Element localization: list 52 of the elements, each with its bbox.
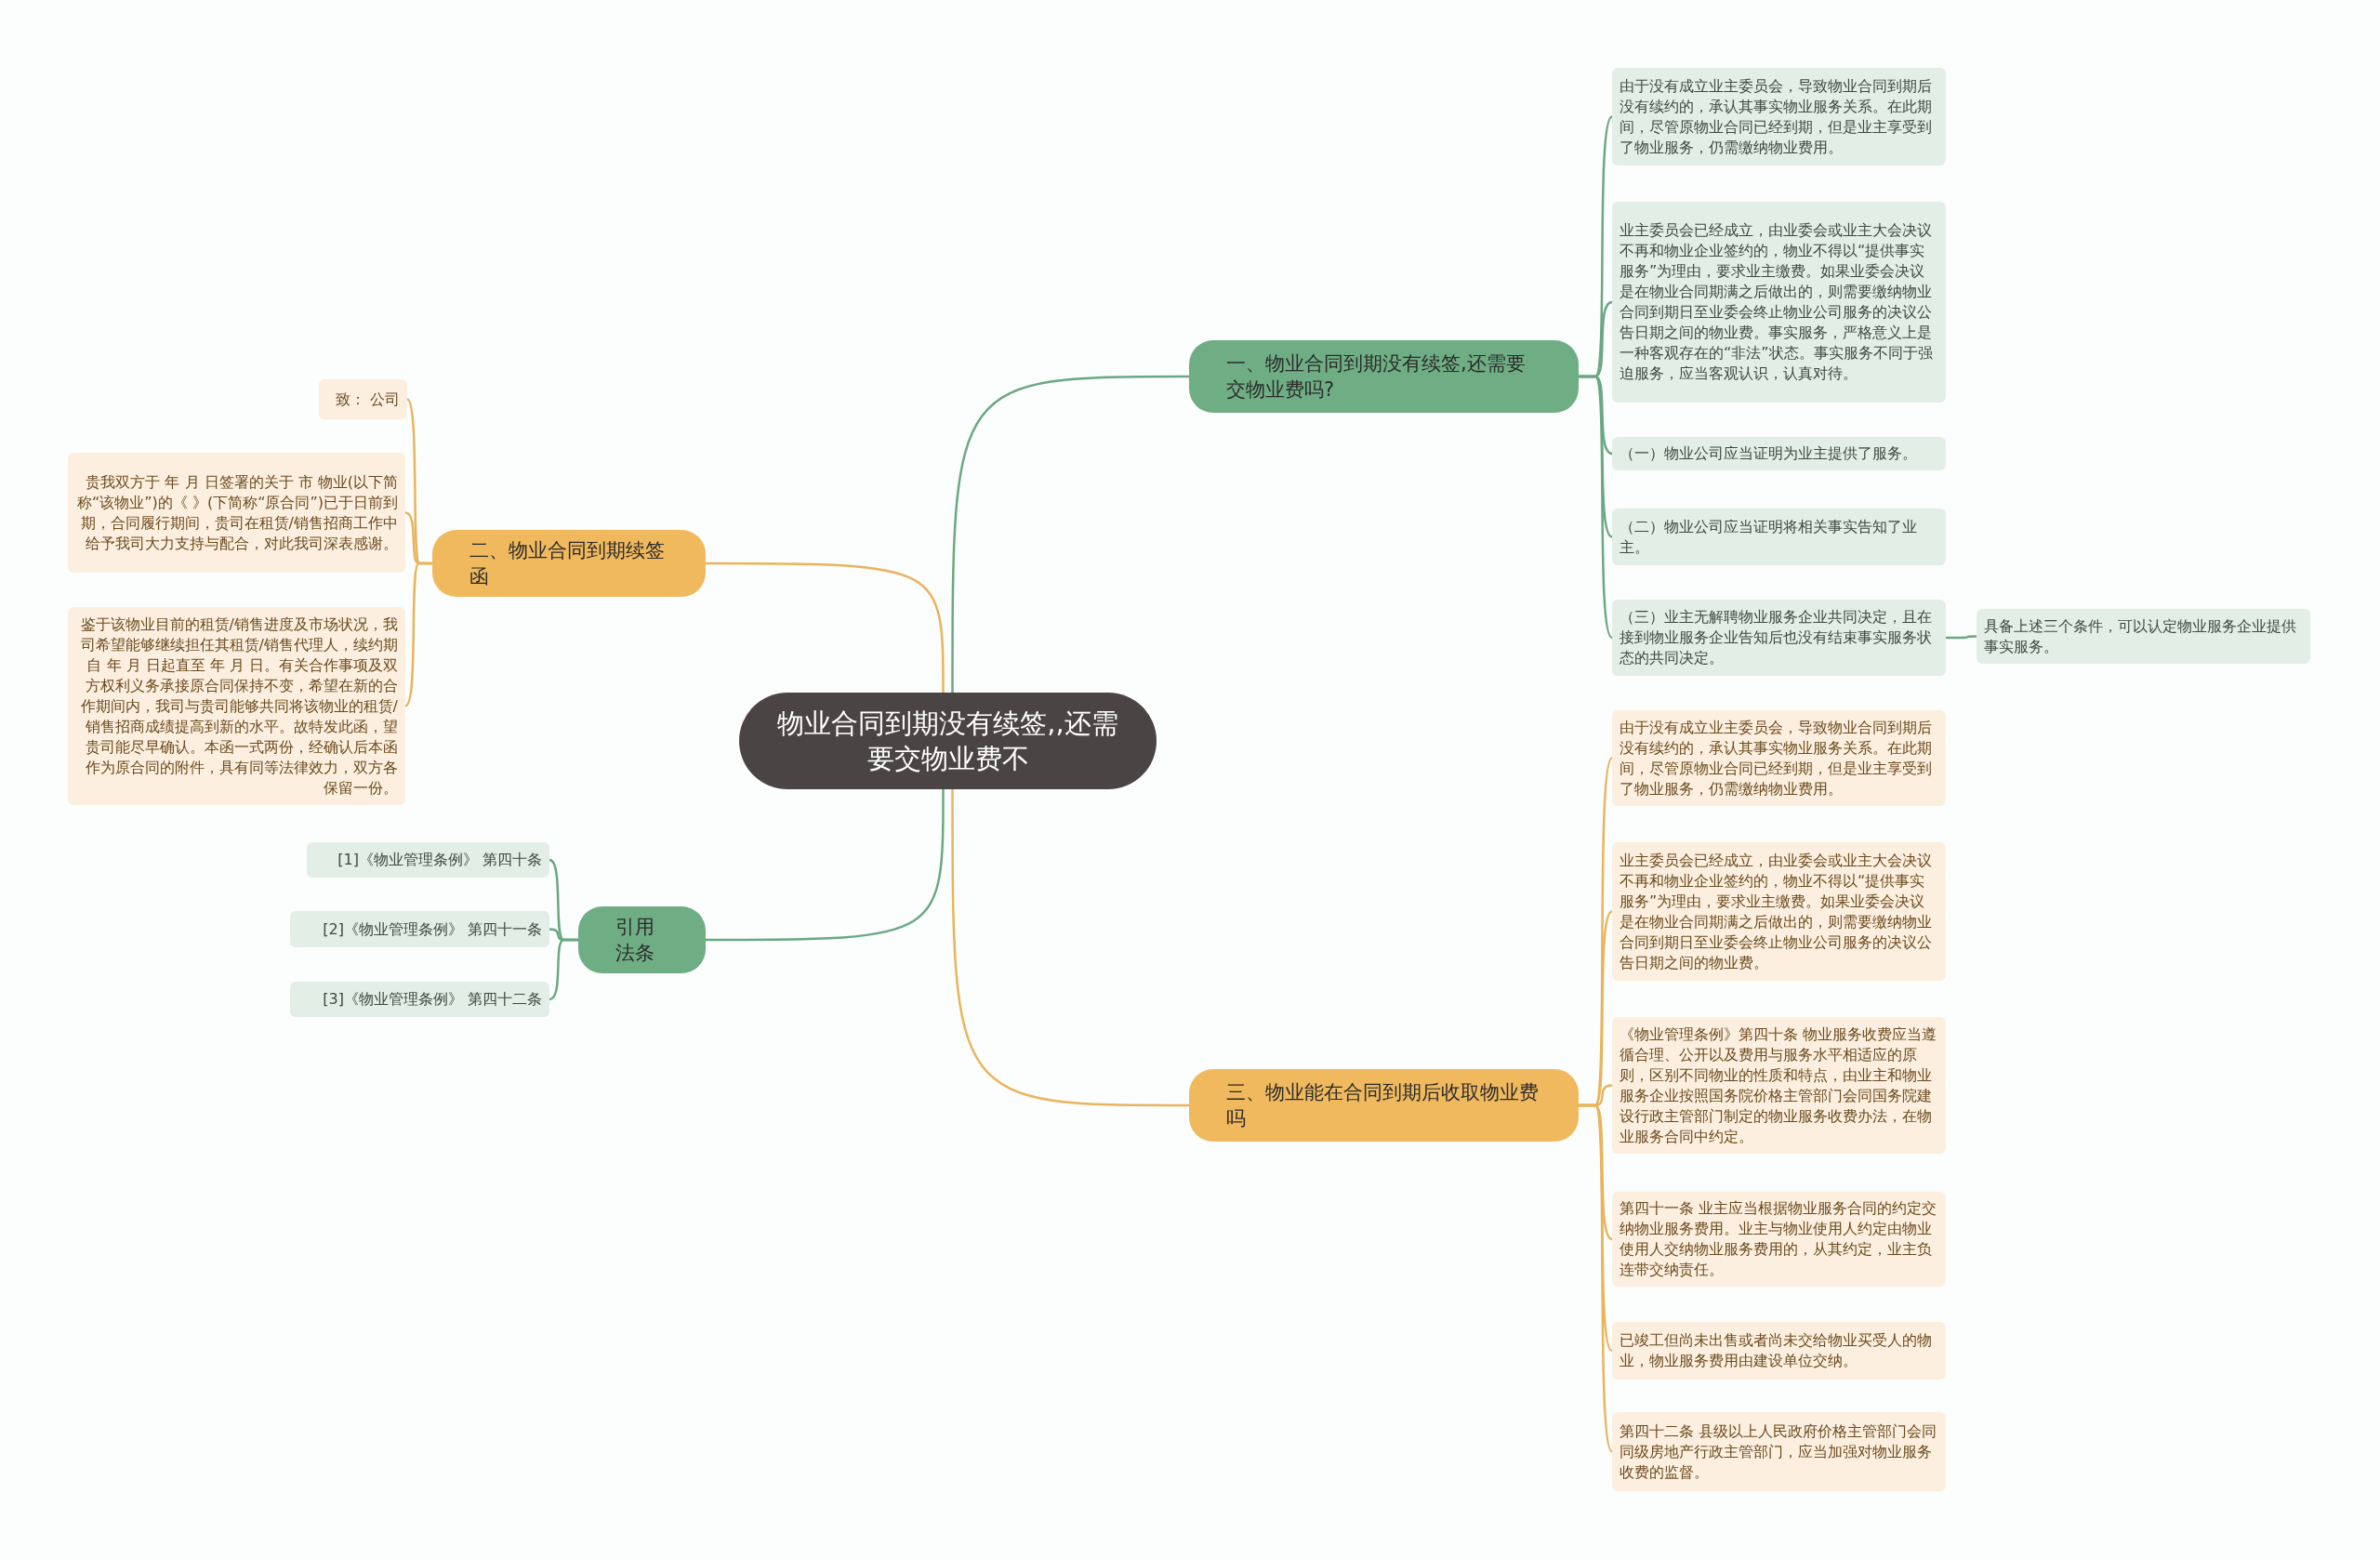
topic-text: 业主委员会已经成立，由业委会或业主大会决议不再和物业企业签约的，物业不得以“提供事实服务”为理由，要求业主缴费。如果业委会决议是在物业合同期满之后做出的，则需要缴纳物业合同到期日至业委会终止物业公司服务的决议公告日期之间的物业费。事实服务，严格意义上是一种客观存在的“非法”状态。事实服务不同于强迫服务，应当客观认识，认真对待。 [1620, 220, 1934, 384]
branch-topic [1189, 340, 1579, 413]
topic-text: 由于没有成立业主委员会，导致物业合同到期后没有续约的，承认其事实物业服务关系。在此期间，尽管原物业合同已经到期，但是业主享受到了物业服务，仍需缴纳物业费用。 [1620, 717, 1933, 799]
subtopic-card [1612, 68, 1946, 165]
subtopic-card [1977, 609, 2310, 664]
topic-text: [2]《物业管理条例》 第四十一条 [322, 918, 542, 940]
connector-line [951, 375, 1189, 693]
subtopic-card [1612, 710, 1946, 806]
topic-text: （二）物业公司应当证明将相关事实告知了业主。 [1620, 516, 1918, 558]
branch-topic [1189, 1069, 1579, 1142]
subtopic-card [68, 453, 405, 573]
connector-line [706, 562, 945, 693]
subtopic-card [290, 911, 549, 947]
topic-text: 二、物业合同到期续签函 [469, 538, 666, 589]
branch-topic [432, 530, 706, 597]
topic-text: 业主委员会已经成立，由业委会或业主大会决议不再和物业企业签约的，物业不得以“提供事实服务”为理由，要求业主缴费。如果业委会决议是在物业合同期满之后做出的，则需要缴纳物业合同到期日至业委会终止物业公司服务的决议公告日期之间的物业费。 [1620, 850, 1933, 973]
subtopic-card [1612, 509, 1946, 565]
subtopic-card [290, 982, 549, 1017]
subtopic-card [1612, 1322, 1946, 1380]
connector-line [404, 562, 432, 707]
topic-text: 一、物业合同到期没有续签,还需要交物业费吗? [1226, 351, 1527, 403]
topic-text: [3]《物业管理条例》 第四十二条 [322, 989, 542, 1010]
connector-line [706, 789, 945, 942]
connector-line [1579, 375, 1614, 639]
subtopic-card [1612, 202, 1946, 403]
topic-text: 具备上述三个条件，可以认定物业服务企业提供事实服务。 [1984, 615, 2297, 657]
connector-line [1946, 635, 1977, 640]
topic-text: 已竣工但尚未出售或者尚未交给物业买受人的物业，物业服务费用由建设单位交纳。 [1620, 1330, 1933, 1371]
topic-text: （一）物业公司应当证明为业主提供了服务。 [1620, 443, 1918, 464]
connector-line [549, 938, 578, 1001]
topic-text: 由于没有成立业主委员会，导致物业合同到期后没有续约的，承认其事实物业服务关系。在此期间，尽管原物业合同已经到期，但是业主享受到了物业服务，仍需缴纳物业费用。 [1620, 75, 1933, 158]
topic-text: [1]《物业管理条例》 第四十条 [337, 850, 542, 870]
subtopic-card [319, 379, 407, 419]
branch-topic [578, 906, 706, 973]
subtopic-card [1612, 842, 1946, 981]
topic-text: 第四十一条 业主应当根据物业服务合同的约定交纳物业服务费用。业主与物业使用人约定由物业使用人交纳物业服务费用的，从其约定，业主负连带交纳责任。 [1620, 1198, 1938, 1280]
topic-text: （三）业主无解聘物业服务企业共同决定，且在接到物业服务企业告知后也没有结束事实服务状态的共同决定。 [1620, 607, 1933, 668]
subtopic-card [1612, 600, 1946, 676]
subtopic-card [1612, 1192, 1946, 1287]
subtopic-card [1612, 437, 1946, 470]
topic-text: 引用法条 [615, 915, 655, 966]
subtopic-card [307, 842, 549, 878]
topic-text: 贵我双方于 年 月 日签署的关于 市 物业(以下简称“该物业”)的《 》(下简称“原合同”)已于日前到期，合同履行期间，贵司在租赁/销售招商工作中给予我司大力支持与配合，对此我司深表感谢。 [76, 471, 398, 554]
connector-line [1579, 1103, 1614, 1453]
topic-text: 《物业管理条例》第四十条 物业服务收费应当遵循合理、公开以及费用与服务水平相适应的原则，区别不同物业的性质和特点，由业主和物业服务企业按照国务院价格主管部门会同国务院建设行政主管部门制定的物业服务收费办法，在物业服务合同中约定。 [1620, 1024, 1938, 1147]
topic-text: 第四十二条 县级以上人民政府价格主管部门会同同级房地产行政主管部门，应当加强对物业服务收费的监督。 [1620, 1420, 1938, 1483]
topic-text: 物业合同到期没有续签,,还需要交物业费不 [776, 707, 1119, 776]
subtopic-card [1612, 1412, 1946, 1491]
topic-text: 致： 公司 [334, 389, 400, 410]
connector-line [951, 789, 1189, 1107]
topic-text: 三、物业能在合同到期后收取物业费吗 [1226, 1080, 1540, 1131]
topic-text: 鉴于该物业目前的租赁/销售进度及市场状况，我司希望能够继续担任其租赁/销售代理人，续约期自 年 月 日起直至 年 月 日。有关合作事项及双方权利义务承接原合同保持不变，希望在新的合作期间内，我司与贵司能够共同将该物业的租赁/销售招商成绩提高到新的水平。故特发此函，望贵司能尽早确认。本函一式两份，经确认后本函作为原合同的附件，具有同等法律效力，双方各保留一份。 [79, 614, 398, 799]
